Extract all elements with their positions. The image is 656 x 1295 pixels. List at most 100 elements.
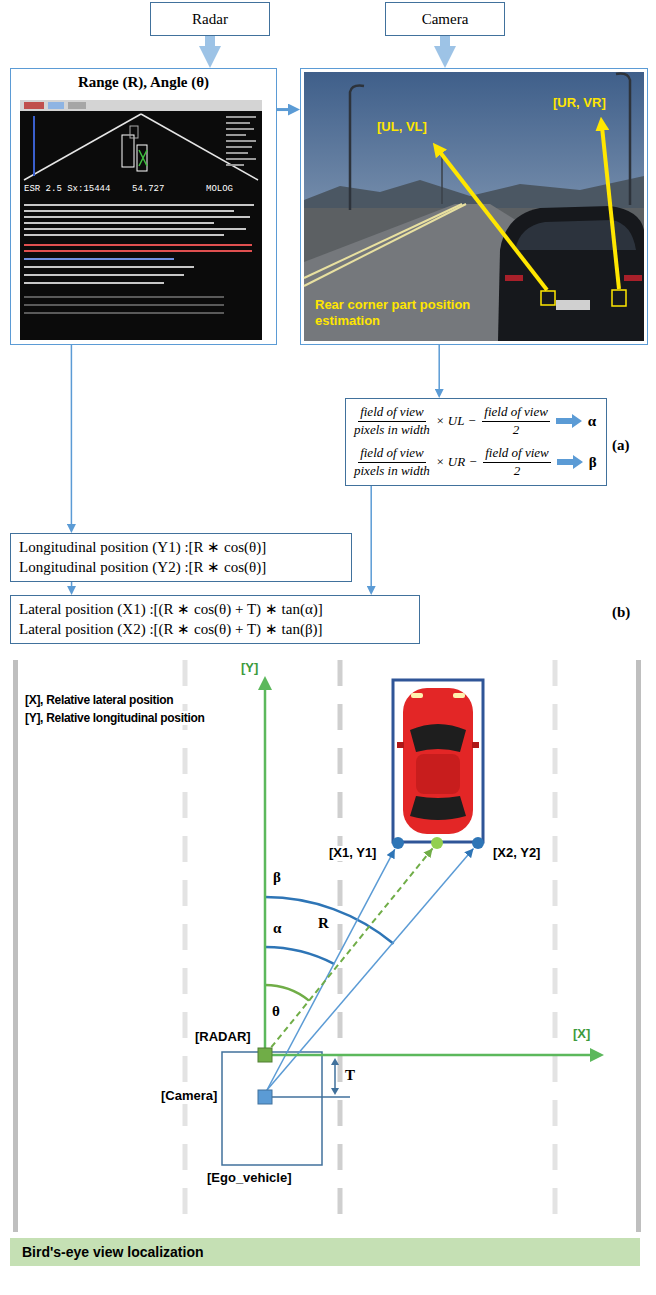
radar-ray	[265, 848, 433, 1055]
formula-row: field of viewpixels in width× UL −field …	[354, 405, 598, 438]
connector-arrow	[71, 345, 73, 524]
connector-arrow	[370, 486, 372, 586]
connector-arrow	[205, 36, 215, 46]
toolbar	[20, 100, 262, 111]
result-symbol: β	[589, 454, 597, 471]
leader-arrow	[602, 128, 619, 289]
leader-arrow	[440, 152, 547, 290]
toolbar-tab	[68, 102, 86, 109]
sensor-name: [Camera]	[160, 1089, 218, 1104]
result-arrow	[557, 455, 583, 469]
target-box	[393, 680, 483, 842]
radar-target	[130, 126, 138, 138]
tail-light	[624, 275, 642, 281]
formula-term: field of view	[483, 446, 551, 463]
formula-box: field of viewpixels in width× UL −field …	[345, 398, 607, 486]
toolbar-tab	[24, 102, 44, 109]
range-symbol: R	[317, 915, 330, 932]
dimension-arrowhead	[331, 1088, 339, 1095]
connector-arrow	[277, 108, 288, 111]
fraction: field of viewpixels in width	[354, 446, 430, 479]
x-axis	[265, 1054, 592, 1057]
camera-panel: [UL, VL][UR, VR]Rear corner part positio…	[300, 68, 648, 345]
car-windshield	[410, 724, 466, 752]
street-lamp	[350, 86, 364, 210]
sensor-name: [RADAR]	[194, 1030, 252, 1045]
panel-tag: (a)	[612, 437, 630, 454]
panel-heading: Range (R), Angle (θ)	[11, 74, 276, 91]
radar-panel: Range (R), Angle (θ)	[10, 68, 277, 345]
equation-line: Longitudinal position (Y1) :[R ∗ cos(θ)]	[19, 538, 343, 558]
point-name: [X1, Y1]	[328, 846, 377, 861]
car-mirror	[397, 742, 404, 748]
formula-term: field of view	[358, 446, 426, 463]
toolbar-tab	[48, 102, 64, 109]
screen-text: MOLOG	[206, 185, 233, 195]
dimension-arrowhead	[331, 1058, 339, 1065]
band-label: Bird's-eye view localization	[22, 1244, 628, 1260]
axis-description: [X], Relative lateral position	[24, 693, 174, 707]
axis-name: [Y]	[240, 661, 259, 676]
screen-text-lines	[24, 204, 254, 314]
offset-dimension	[334, 1062, 336, 1090]
box-label: Camera	[422, 11, 469, 28]
car-roof	[416, 754, 460, 794]
radar-screenshot	[20, 100, 262, 340]
formula-term: pixels in width	[354, 463, 430, 479]
lane-line	[338, 660, 343, 1232]
street-lamp	[616, 74, 630, 205]
car-rear-window	[410, 796, 466, 820]
camera-sensor	[258, 1090, 272, 1104]
alpha-arc	[265, 947, 335, 964]
y-axis	[264, 688, 267, 1055]
connector-arrow	[440, 36, 450, 46]
license-plate	[556, 300, 590, 310]
equation-line: Lateral position (X2) :[(R ∗ cos(θ) + T)…	[19, 620, 411, 640]
radar-fov-line	[24, 114, 141, 180]
formula-term: 2	[513, 422, 520, 438]
formula-term: field of view	[358, 405, 426, 422]
equation-box: Longitudinal position (Y1) :[R ∗ cos(θ)]…	[10, 533, 352, 582]
offset-line	[272, 1096, 350, 1098]
point-name: [X2, Y2]	[492, 846, 541, 861]
axis-name: [X]	[572, 1027, 591, 1042]
road	[304, 204, 644, 341]
preceding-car	[498, 206, 644, 341]
corner-marker	[612, 290, 626, 306]
lane-line	[183, 660, 188, 1232]
result-symbol: α	[588, 413, 596, 430]
vehicle-name: [Ego_vehicle]	[206, 1171, 293, 1186]
camera-image	[304, 72, 644, 341]
result-arrow	[556, 414, 582, 428]
road-edge	[13, 660, 18, 1232]
ego-vehicle-box	[222, 1052, 322, 1165]
corner-point	[392, 837, 404, 849]
radar-target-mark	[139, 150, 147, 166]
lane-marking	[304, 204, 462, 278]
radar-fov-line	[141, 114, 258, 180]
sensor-box: Radar	[150, 2, 270, 36]
radar-sensor	[258, 1048, 272, 1062]
formula-term: × UL −	[436, 413, 476, 429]
lane-marking	[304, 204, 466, 286]
angle-symbol: β	[272, 869, 282, 886]
title-band: Bird's-eye view localization	[10, 1238, 640, 1266]
formula-term: field of view	[482, 405, 550, 422]
radar-target	[122, 135, 134, 167]
tail-light	[505, 275, 523, 281]
fraction: field of viewpixels in width	[354, 405, 430, 438]
formula-term: 2	[514, 463, 521, 479]
result-arrow	[556, 414, 582, 428]
lane-line	[553, 660, 558, 1232]
target-car	[403, 688, 473, 834]
screen-text: ESR 2.5 Sx:15444	[24, 185, 110, 195]
box-label: Radar	[192, 11, 228, 28]
connector-arrow	[438, 345, 440, 389]
road-edge	[636, 660, 641, 1232]
formula-term: pixels in width	[354, 422, 430, 438]
rear-window	[515, 220, 636, 250]
radar-scale	[33, 116, 35, 176]
axis-arrowhead	[258, 676, 272, 690]
image-annotation: [UL, VL]	[377, 119, 427, 135]
car-mirror	[472, 742, 479, 748]
